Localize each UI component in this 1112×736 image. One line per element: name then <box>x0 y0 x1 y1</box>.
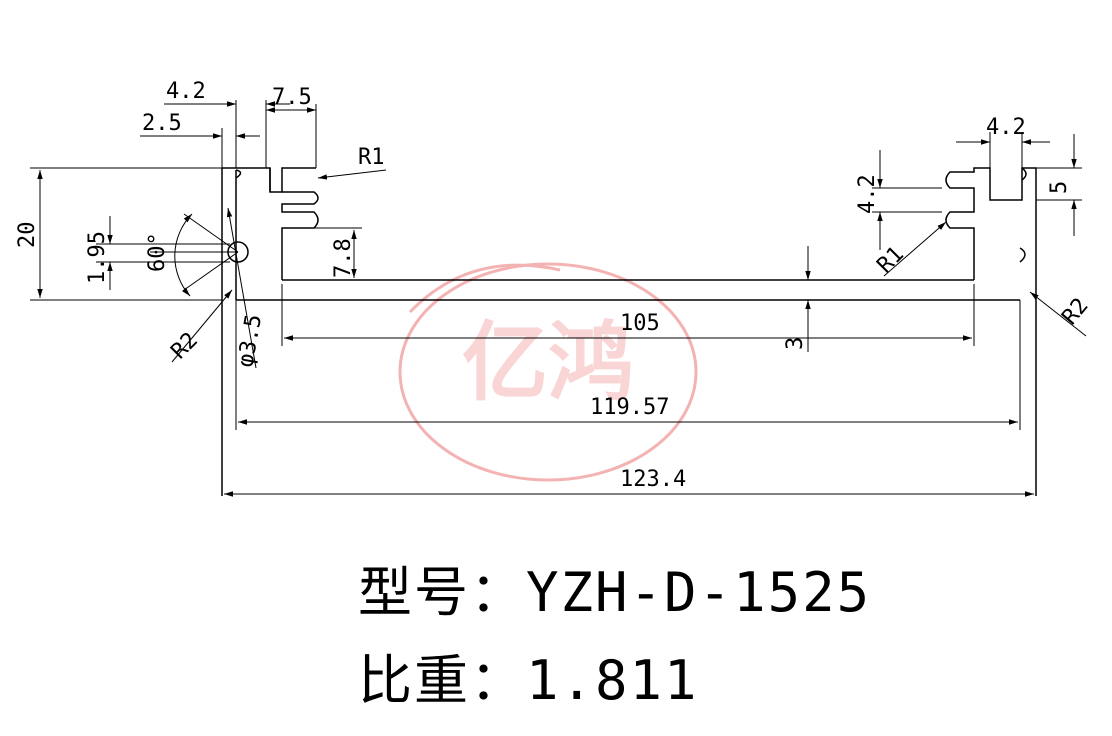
dim-7-8: 7.8 <box>331 238 356 278</box>
dim-60-deg: 60° <box>145 232 170 272</box>
dim-4-2-top-right: 4.2 <box>986 115 1026 140</box>
dim-7-5: 7.5 <box>272 85 312 110</box>
dim-5: 5 <box>1047 181 1072 194</box>
watermark-text: 亿鸿 <box>462 313 634 413</box>
dim-123-4: 123.4 <box>620 467 686 492</box>
dim-phi-3-5: φ3.5 <box>233 313 267 370</box>
model-value: YZH-D-1525 <box>526 561 872 624</box>
dim-20: 20 <box>15 222 40 249</box>
dim-4-2-top-left: 4.2 <box>166 79 206 104</box>
gravity-label: 比重： <box>358 649 526 712</box>
model-label: 型号： <box>358 561 526 624</box>
dim-r2-right: R2 <box>1057 293 1093 329</box>
dim-1-95: 1.95 <box>85 231 110 284</box>
gravity-value: 1.811 <box>526 649 699 712</box>
dim-r2-left: R2 <box>167 328 203 364</box>
gravity-line: 比重：1.811 <box>358 636 699 715</box>
dim-r1-right: R1 <box>873 242 909 278</box>
dim-4-2-right-vertical: 4.2 <box>855 174 880 214</box>
model-line: 型号：YZH-D-1525 <box>358 548 871 627</box>
dim-3: 3 <box>783 337 808 350</box>
dimension-lines <box>30 100 1087 497</box>
dim-2-5: 2.5 <box>142 111 182 136</box>
dim-119-57: 119.57 <box>590 395 669 420</box>
dim-105: 105 <box>620 311 660 336</box>
dim-r1-left: R1 <box>358 145 385 170</box>
watermark-logo: 亿鸿 <box>398 262 698 482</box>
dimension-labels: 4.2 7.5 2.5 R1 20 1.95 60° 7.8 R2 φ3.5 1… <box>15 79 1094 492</box>
profile-outline <box>221 167 1037 496</box>
